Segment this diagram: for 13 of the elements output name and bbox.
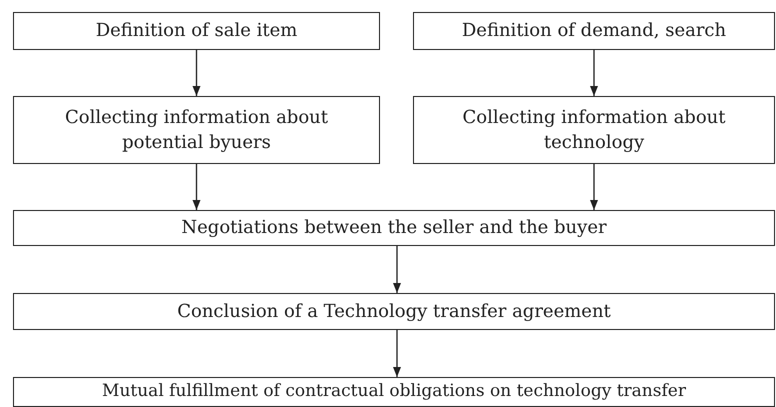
arrow [192, 50, 200, 96]
process-box: Collecting information about potential byuers [13, 96, 380, 164]
arrow [590, 50, 598, 96]
arrow [590, 164, 598, 210]
process-box: Mutual fulfillment of contractual obligations on technology transfer [13, 377, 775, 407]
process-box: Collecting information about technology [413, 96, 775, 164]
process-box: Definition of demand, search [413, 12, 775, 50]
process-box: Definition of sale item [13, 12, 380, 50]
arrow [192, 164, 200, 210]
process-box: Conclusion of a Technology transfer agreement [13, 293, 775, 330]
arrow [393, 246, 401, 293]
arrow [393, 330, 401, 377]
process-box: Negotiations between the seller and the buyer [13, 210, 775, 246]
